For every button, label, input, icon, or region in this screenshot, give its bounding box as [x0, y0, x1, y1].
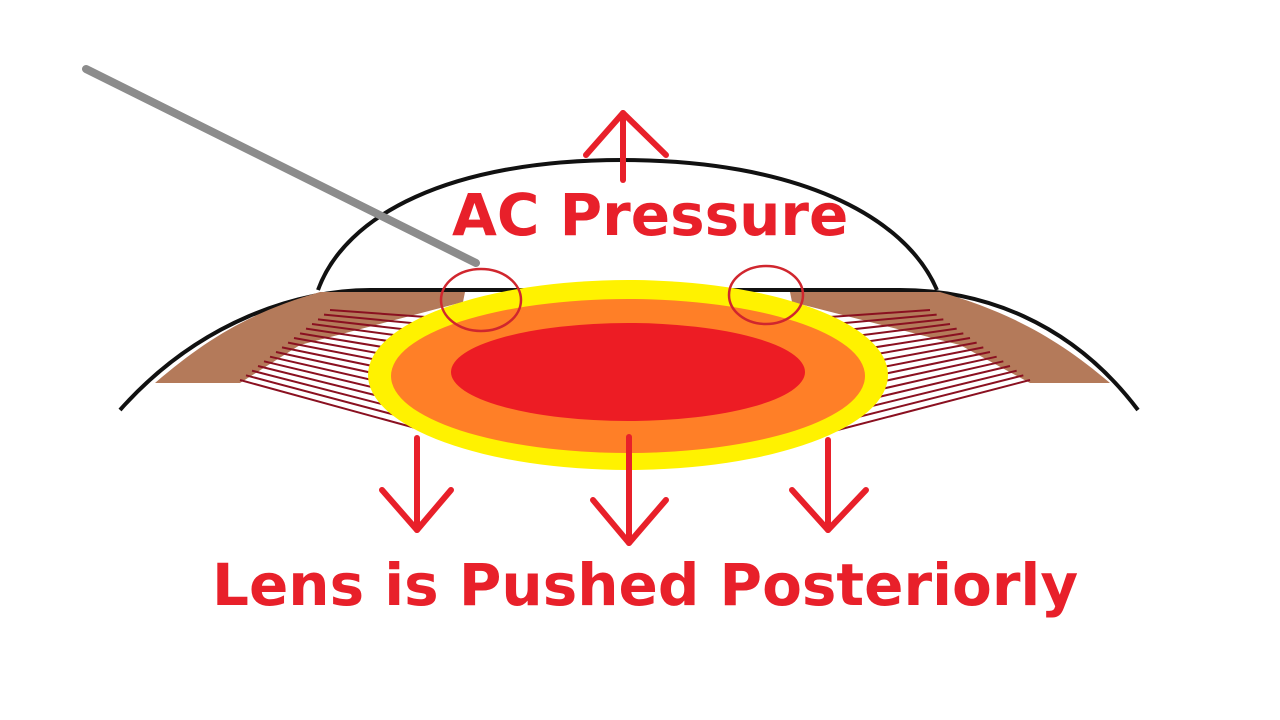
instrument-cannula: [82, 65, 480, 267]
zonule-fiber-left: [239, 379, 431, 433]
zonule-fiber-right: [829, 379, 1031, 433]
highlight-circle-right: [727, 264, 805, 326]
zonule-fiber-left: [329, 309, 441, 319]
zonule-fiber-right: [814, 309, 931, 319]
arrow-down-left: [379, 435, 454, 533]
arrow-up: [583, 110, 669, 183]
highlight-circle-left: [439, 267, 523, 333]
ac-pressure-label: AC Pressure: [452, 181, 849, 249]
globe-outline: [118, 288, 1140, 412]
arrow-down-right: [789, 437, 869, 533]
arrow-down-center: [590, 434, 669, 546]
lens-nucleus: [451, 323, 805, 421]
lens-pushed-label: Lens is Pushed Posteriorly: [212, 551, 1079, 619]
